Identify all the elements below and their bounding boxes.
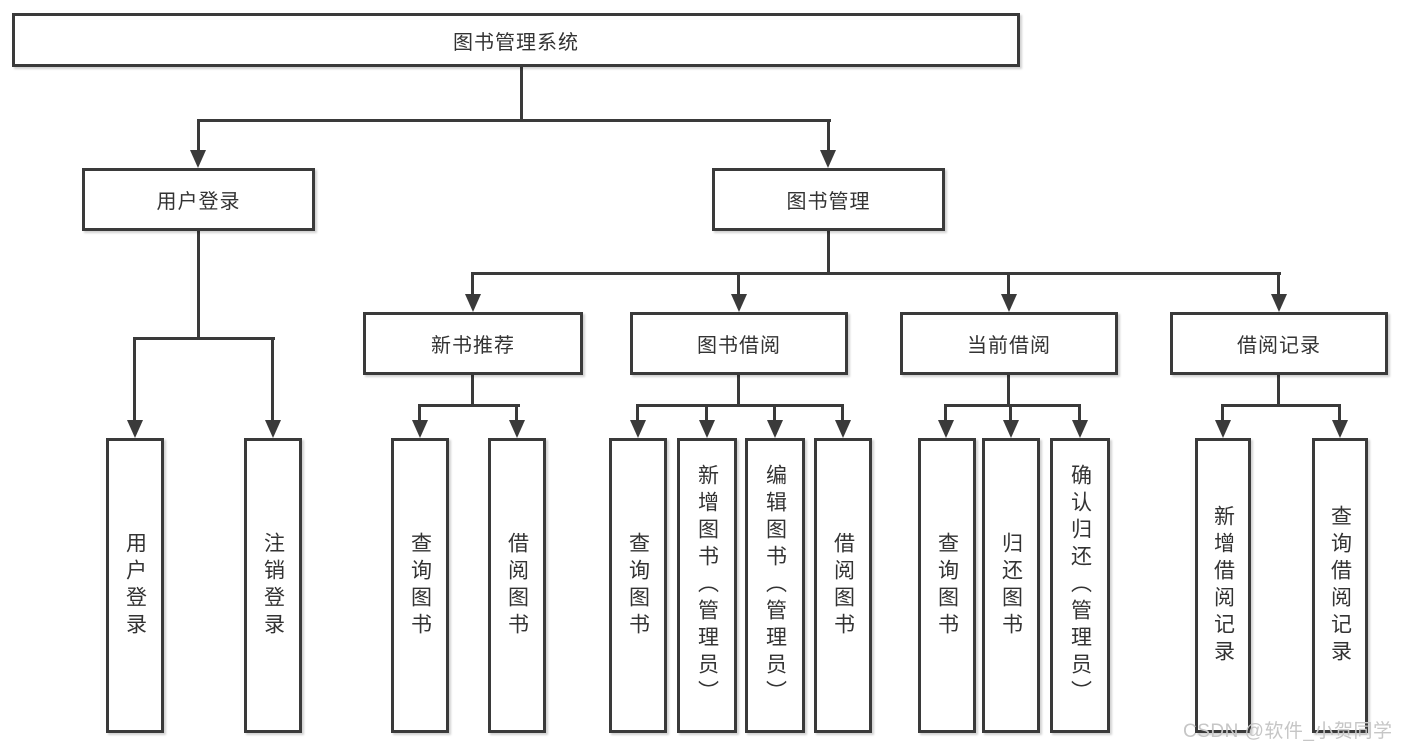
connector-line xyxy=(1277,375,1280,406)
connector-line xyxy=(197,119,831,122)
connector-line xyxy=(133,337,136,424)
connector-line xyxy=(1007,375,1010,406)
node-borrowing-records: 借阅记录 xyxy=(1170,312,1388,375)
connector-line xyxy=(1221,404,1224,424)
arrow-down-icon xyxy=(265,420,281,438)
connector-line xyxy=(515,404,518,424)
node-label: 借阅图书 xyxy=(505,531,529,640)
node-label: 新增图书（管理员） xyxy=(695,464,719,707)
arrow-down-icon xyxy=(1271,294,1287,312)
arrow-down-icon xyxy=(835,420,851,438)
arrow-down-icon xyxy=(699,420,715,438)
node-label: 图书管理系统 xyxy=(453,31,579,54)
leaf-user-login: 用户登录 xyxy=(106,438,164,733)
node-label: 借阅记录 xyxy=(1237,335,1321,357)
arrow-down-icon xyxy=(509,420,525,438)
arrow-down-icon xyxy=(1001,294,1017,312)
connector-line xyxy=(471,272,474,298)
arrow-down-icon xyxy=(1215,420,1231,438)
leaf-query-books-1: 查询图书 xyxy=(391,438,449,733)
connector-line xyxy=(1007,272,1010,298)
csdn-watermark: CSDN @软件_小贺同学 xyxy=(1183,721,1393,742)
node-label: 查询图书 xyxy=(626,531,650,640)
node-label: 用户登录 xyxy=(123,531,147,640)
connector-line xyxy=(1009,404,1012,424)
connector-line xyxy=(197,231,200,338)
node-library-management-system: 图书管理系统 xyxy=(12,13,1020,67)
connector-line xyxy=(1078,404,1081,424)
connector-line xyxy=(1221,404,1341,407)
arrow-down-icon xyxy=(1003,420,1019,438)
leaf-confirm-return-admin: 确认归还（管理员） xyxy=(1050,438,1110,733)
connector-line xyxy=(520,67,523,120)
node-user-login: 用户登录 xyxy=(82,168,315,231)
leaf-add-books-admin: 新增图书（管理员） xyxy=(677,438,737,733)
connector-line xyxy=(1338,404,1341,424)
leaf-query-books-2: 查询图书 xyxy=(609,438,667,733)
connector-line xyxy=(737,272,740,298)
node-label: 图书管理 xyxy=(786,191,871,213)
node-current-borrowing: 当前借阅 xyxy=(900,312,1118,375)
arrow-down-icon xyxy=(465,294,481,312)
node-label: 查询借阅记录 xyxy=(1328,504,1352,667)
node-label: 查询图书 xyxy=(935,531,959,640)
leaf-borrow-books-2: 借阅图书 xyxy=(814,438,872,733)
connector-line xyxy=(271,337,274,424)
node-label: 新书推荐 xyxy=(431,335,515,357)
node-label: 图书借阅 xyxy=(697,335,781,357)
arrow-down-icon xyxy=(731,294,747,312)
arrow-down-icon xyxy=(190,150,206,168)
node-label: 查询图书 xyxy=(408,531,432,640)
connector-line xyxy=(133,337,275,340)
leaf-query-borrow-record: 查询借阅记录 xyxy=(1312,438,1368,733)
arrow-down-icon xyxy=(412,420,428,438)
connector-line xyxy=(471,272,1281,275)
node-label: 确认归还（管理员） xyxy=(1068,464,1092,707)
node-label: 当前借阅 xyxy=(967,335,1051,357)
node-label: 归还图书 xyxy=(999,531,1023,640)
node-label: 新增借阅记录 xyxy=(1211,504,1235,667)
node-book-borrowing: 图书借阅 xyxy=(630,312,848,375)
node-label: 编辑图书（管理员） xyxy=(763,464,787,707)
connector-line xyxy=(471,375,474,406)
node-label: 用户登录 xyxy=(156,191,241,213)
connector-line xyxy=(636,404,843,407)
connector-line xyxy=(737,375,740,406)
arrow-down-icon xyxy=(630,420,646,438)
arrow-down-icon xyxy=(1332,420,1348,438)
connector-line xyxy=(944,404,1081,407)
connector-line xyxy=(827,231,830,273)
connector-line xyxy=(418,404,520,407)
leaf-borrow-books-1: 借阅图书 xyxy=(488,438,546,733)
arrow-down-icon xyxy=(1072,420,1088,438)
connector-line xyxy=(636,404,639,424)
arrow-down-icon xyxy=(938,420,954,438)
node-book-management: 图书管理 xyxy=(712,168,945,231)
connector-line xyxy=(773,404,776,424)
connector-line xyxy=(944,404,947,424)
arrow-down-icon xyxy=(767,420,783,438)
connector-line xyxy=(841,404,844,424)
leaf-add-borrow-record: 新增借阅记录 xyxy=(1195,438,1251,733)
leaf-edit-books-admin: 编辑图书（管理员） xyxy=(745,438,805,733)
node-label: 注销登录 xyxy=(261,531,285,640)
connector-line xyxy=(197,119,200,154)
arrow-down-icon xyxy=(127,420,143,438)
connector-line xyxy=(827,119,830,154)
leaf-query-books-3: 查询图书 xyxy=(918,438,976,733)
leaf-return-books: 归还图书 xyxy=(982,438,1040,733)
arrow-down-icon xyxy=(820,150,836,168)
leaf-logout: 注销登录 xyxy=(244,438,302,733)
node-new-book-recommendation: 新书推荐 xyxy=(363,312,583,375)
connector-line xyxy=(418,404,421,424)
connector-line xyxy=(1277,272,1280,298)
node-label: 借阅图书 xyxy=(831,531,855,640)
connector-line xyxy=(705,404,708,424)
